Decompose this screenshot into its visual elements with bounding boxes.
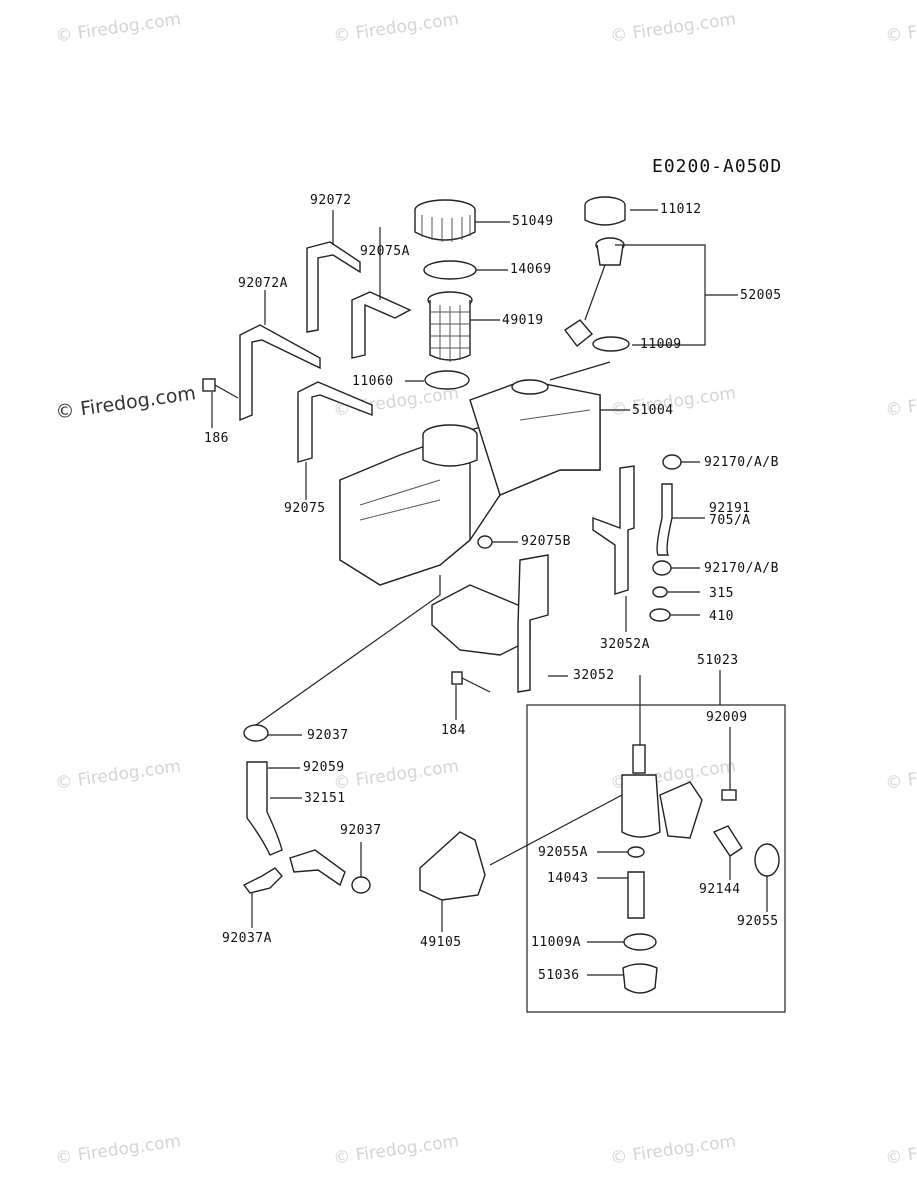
part-label: 14043	[547, 871, 589, 886]
bracket-32052A	[592, 465, 635, 595]
part-label: 92009	[706, 710, 748, 725]
cap-11012	[584, 196, 626, 226]
band-92072	[306, 241, 361, 333]
part-label: 32151	[304, 791, 346, 806]
part-label: 92170/A/B	[704, 561, 779, 576]
filter-14043	[627, 871, 645, 919]
clamp-92037	[243, 724, 269, 742]
part-label: 32052	[573, 668, 615, 683]
part-label: 315	[709, 586, 734, 601]
diagram-code: E0200-A050D	[652, 156, 783, 177]
part-label: 92075	[284, 501, 326, 516]
part-label: 705/A	[709, 513, 751, 528]
part-label: 49105	[420, 935, 462, 950]
part-label: 92191	[709, 501, 751, 516]
strainer-49019	[427, 291, 473, 362]
gasket-11009	[592, 336, 630, 352]
part-label: 92075B	[521, 534, 571, 549]
gasket-14069	[423, 260, 477, 280]
part-label: 92072A	[238, 276, 288, 291]
band-92072A	[239, 324, 321, 422]
part-label: 52005	[740, 288, 782, 303]
part-label: 11009A	[531, 935, 581, 950]
part-label: 51036	[538, 968, 580, 983]
part-label: 186	[204, 431, 229, 446]
bolt-184	[451, 671, 491, 693]
band-92075A	[351, 291, 412, 359]
part-label: 92059	[303, 760, 345, 775]
part-label: 14069	[510, 262, 552, 277]
plate-32052	[431, 584, 531, 656]
fuel-cock-box	[526, 704, 786, 1013]
hose-92191	[656, 483, 673, 556]
part-label: 410	[709, 609, 734, 624]
ring-92055	[754, 843, 780, 877]
o-ring-11060	[424, 370, 470, 390]
part-label: 32052A	[600, 637, 650, 652]
ring-92055A	[627, 846, 645, 858]
clamp-92170-bottom	[652, 560, 672, 576]
part-label: 11012	[660, 202, 702, 217]
part-label: 51023	[697, 653, 739, 668]
washer-410	[649, 608, 671, 622]
part-label: 92055	[737, 914, 779, 929]
part-label: 92037A	[222, 931, 272, 946]
leader-lines	[211, 209, 768, 976]
clamp-92037-right	[351, 876, 371, 894]
clip-92037A	[242, 867, 283, 894]
part-label: 92075A	[360, 244, 410, 259]
spring-92144	[712, 825, 743, 857]
hose-32151	[246, 761, 283, 856]
fuel-cock-51023	[621, 744, 737, 839]
clamp-92170-top	[662, 454, 682, 470]
fuel-cap-51049	[414, 199, 476, 242]
gasket-11009A	[623, 933, 657, 951]
bracket-49105	[419, 831, 486, 901]
band-92075	[297, 381, 373, 463]
part-label: 92170/A/B	[704, 455, 779, 470]
part-label: 92037	[340, 823, 382, 838]
part-label: 184	[441, 723, 466, 738]
nut-315	[652, 586, 668, 598]
part-label: 51004	[632, 403, 674, 418]
part-label: 92055A	[538, 845, 588, 860]
part-label: 11060	[352, 374, 394, 389]
part-label: 92144	[699, 882, 741, 897]
bolt-186	[202, 378, 239, 399]
part-label: 92072	[310, 193, 352, 208]
fuel-gauge-52005	[563, 237, 625, 347]
grommet-92075B	[477, 535, 493, 549]
part-label: 51049	[512, 214, 554, 229]
part-label: 49019	[502, 313, 544, 328]
bowl-51036	[622, 963, 658, 994]
part-label: 92037	[307, 728, 349, 743]
bracket-32052	[517, 554, 549, 693]
part-label: 11009	[640, 337, 682, 352]
fuel-tank	[339, 379, 601, 586]
hose-joint	[289, 849, 346, 887]
